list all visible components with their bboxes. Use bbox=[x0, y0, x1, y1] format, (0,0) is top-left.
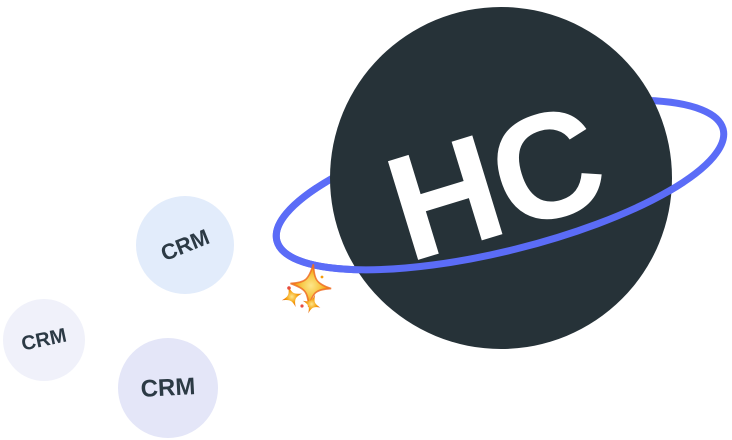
crm-bubble-2-circle bbox=[3, 299, 85, 381]
sparkle-third-glyph bbox=[302, 294, 321, 314]
planet-disc bbox=[330, 7, 672, 349]
sparkle-accent-dot-2 bbox=[300, 304, 304, 308]
orbit-ring-front bbox=[272, 185, 728, 274]
sparkle-accent-dot-3 bbox=[320, 275, 324, 279]
crm-bubble-3-label: CRM bbox=[140, 373, 196, 403]
crm-bubble-group: CRM CRM CRM bbox=[3, 196, 234, 438]
crm-bubble-3-circle bbox=[118, 338, 218, 438]
orbit-ring-front-path bbox=[272, 185, 728, 274]
sparkle-accent-dot-1 bbox=[287, 286, 291, 290]
sparkle-main-glyph bbox=[290, 264, 332, 308]
crm-bubble-1[interactable]: CRM bbox=[136, 196, 234, 294]
crm-bubble-1-circle bbox=[136, 196, 234, 294]
crm-bubble-3[interactable]: CRM bbox=[118, 338, 218, 438]
planet-badge[interactable]: HC bbox=[330, 7, 672, 349]
crm-bubble-2[interactable]: CRM bbox=[3, 299, 85, 381]
sparkle-star bbox=[281, 263, 332, 314]
sparkle-second-glyph bbox=[281, 286, 302, 308]
